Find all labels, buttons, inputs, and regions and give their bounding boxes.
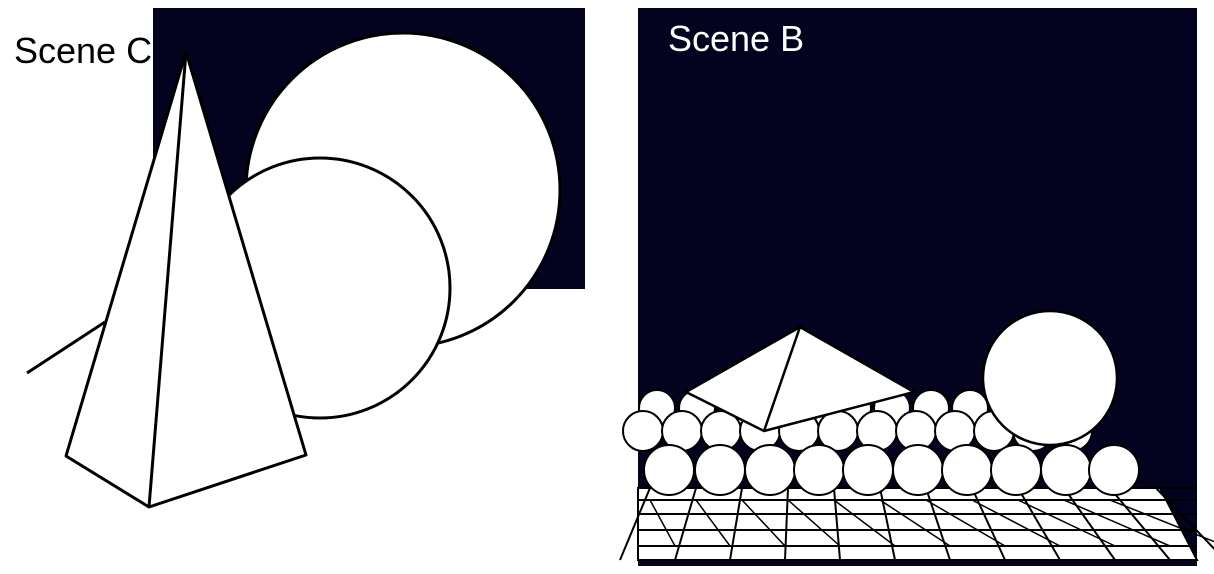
scene-c: [26, 8, 585, 509]
floor-grid-line: [674, 487, 697, 561]
small-sphere: [842, 444, 894, 496]
big-sphere: [981, 309, 1119, 447]
floor-grid-diagonal: [1109, 499, 1214, 543]
floor-grid-line: [619, 487, 651, 561]
floor-grid-diagonal: [971, 499, 1061, 547]
small-sphere: [892, 444, 944, 496]
small-sphere: [622, 410, 664, 452]
small-sphere: [1040, 444, 1092, 496]
floor-grid-diagonal: [879, 499, 951, 547]
floor-grid-diagonal: [925, 499, 1006, 547]
floor-grid-line: [925, 487, 951, 561]
floor-grid-diagonal: [649, 499, 676, 547]
floor-grid-diagonal: [695, 499, 731, 547]
floor-grid-line: [1109, 487, 1171, 561]
small-sphere: [793, 444, 845, 496]
scene-c-pyramid-edge: [147, 51, 188, 508]
floor-grid-line: [784, 487, 789, 561]
scene-b-label: Scene B: [668, 18, 805, 59]
floor-grid-line: [971, 487, 1006, 561]
floor-grid-diagonal: [833, 499, 896, 547]
floor-grid-line: [1063, 487, 1116, 561]
floor-grid-diagonal: [787, 499, 841, 547]
small-sphere: [643, 444, 695, 496]
floor-grid-diagonal: [1017, 499, 1116, 547]
scene-c-horizon-line: [26, 320, 106, 375]
scene-c-label: Scene C: [14, 30, 153, 71]
floor-grid-line: [879, 487, 896, 561]
floor-grid-line: [1017, 487, 1061, 561]
floor-grid-diagonal: [1063, 499, 1171, 547]
scene-b: [619, 8, 1214, 566]
floor-grid-line: [729, 487, 743, 561]
flat-pyramid-edge: [762, 326, 802, 432]
small-sphere: [990, 444, 1042, 496]
small-sphere: [694, 444, 746, 496]
small-sphere: [744, 444, 796, 496]
floor-grid-diagonal: [741, 499, 786, 547]
scene-b-content: [619, 309, 1214, 561]
small-sphere: [941, 444, 993, 496]
small-sphere: [1088, 444, 1140, 496]
